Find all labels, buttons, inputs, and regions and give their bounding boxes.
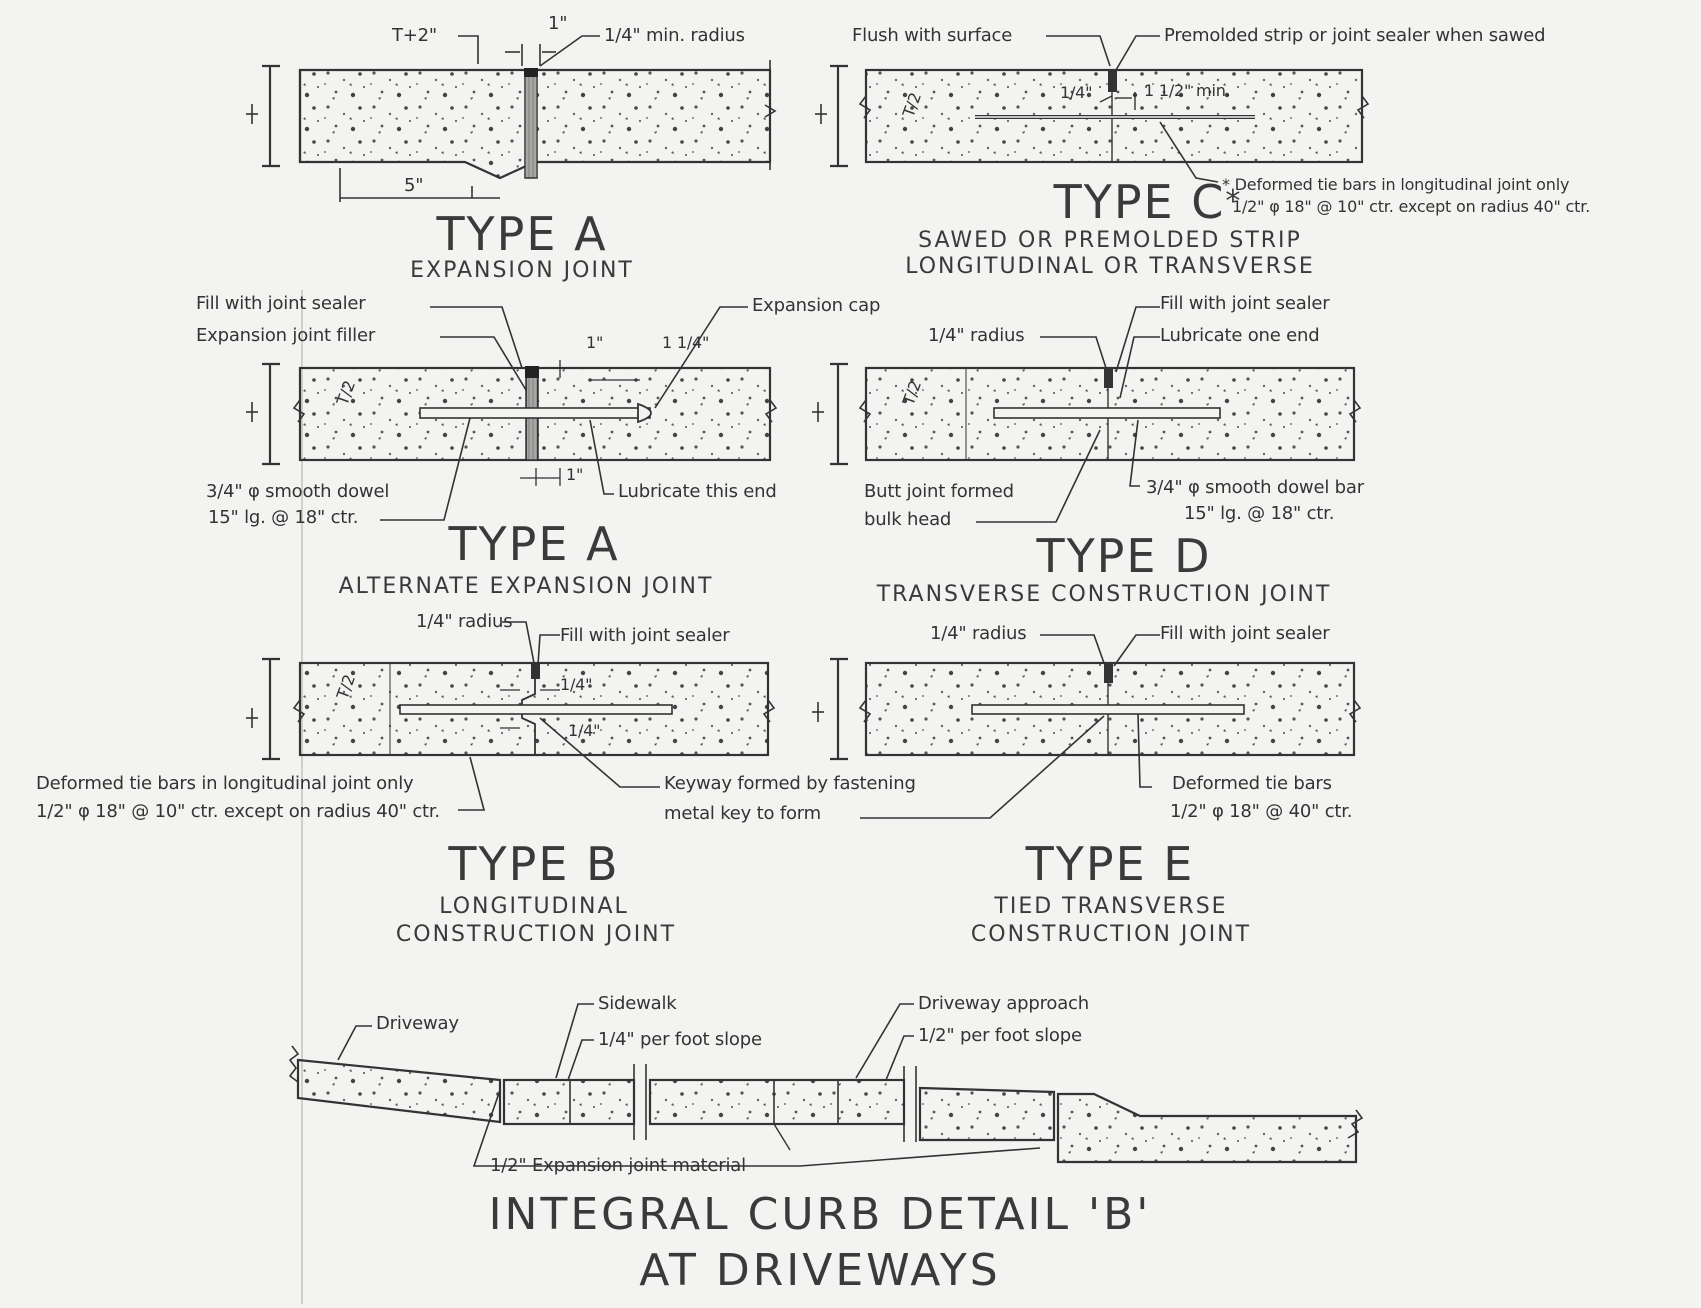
- label-dowel-a2-1: 3/4" φ smooth dowel: [206, 481, 390, 502]
- type-c-title: TYPE C*: [1018, 176, 1278, 228]
- label-one-inch: 1": [548, 13, 568, 34]
- type-e-slab: [812, 634, 1362, 819]
- label-sidewalk: Sidewalk: [598, 993, 677, 1014]
- type-b-subtitle-2: CONSTRUCTION JOINT: [395, 922, 677, 947]
- type-c-tie-note-2: 1/2" φ 18" @ 10" ctr. except on radius 4…: [1232, 197, 1591, 216]
- curb-detail-title-1: INTEGRAL CURB DETAIL 'B': [488, 1189, 1152, 1240]
- label-quarter-b-a: 1/4": [560, 675, 593, 694]
- type-a-expansion-slab: [246, 35, 777, 202]
- label-expansion-material: 1/2" Expansion joint material: [490, 1155, 746, 1176]
- label-dowel-d-2: 15" lg. @ 18" ctr.: [1184, 503, 1335, 524]
- label-expansion-cap: Expansion cap: [752, 295, 881, 316]
- type-c-tie-note-1: * Deformed tie bars in longitudinal join…: [1222, 175, 1570, 194]
- type-c-slab: [815, 35, 1370, 183]
- curb-detail-title-2: AT DRIVEWAYS: [639, 1245, 1001, 1296]
- label-fill-sealer-d: Fill with joint sealer: [1160, 293, 1330, 314]
- label-quarter-c: 1/4": [1060, 83, 1093, 102]
- label-butt-joint-1: Butt joint formed: [864, 481, 1014, 502]
- type-a-title: TYPE A: [436, 207, 608, 261]
- label-dowel-d-1: 3/4" φ smooth dowel bar: [1146, 477, 1364, 498]
- label-fill-sealer-b: Fill with joint sealer: [560, 625, 730, 646]
- type-a-alternate-title: TYPE A: [448, 517, 620, 571]
- type-c-star: *: [1225, 184, 1243, 219]
- label-driveway: Driveway: [376, 1013, 459, 1034]
- label-fill-sealer-e: Fill with joint sealer: [1160, 623, 1330, 644]
- label-quarter-b-b: 1/4": [568, 721, 601, 740]
- type-e-subtitle-2: CONSTRUCTION JOINT: [970, 922, 1252, 947]
- type-a-alternate-subtitle: ALTERNATE EXPANSION JOINT: [338, 574, 714, 599]
- type-b-subtitle-1: LONGITUDINAL: [439, 894, 629, 919]
- type-e-subtitle-1: TIED TRANSVERSE: [994, 894, 1228, 919]
- type-a-subtitle: EXPANSION JOINT: [410, 258, 634, 283]
- label-one-inch-a2b: 1": [566, 465, 584, 484]
- label-one-quarter-a2: 1 1/4": [662, 333, 710, 352]
- label-keyway-2: metal key to form: [664, 803, 822, 824]
- type-c-subtitle-2: LONGITUDINAL OR TRANSVERSE: [905, 254, 1315, 279]
- label-lubricate-one: Lubricate one end: [1160, 325, 1320, 346]
- label-radius-d: 1/4" radius: [928, 325, 1025, 346]
- label-one-half-min: 1 1/2" min.: [1144, 81, 1231, 100]
- type-c-subtitle-1: SAWED OR PREMOLDED STRIP: [918, 228, 1302, 253]
- type-c-title-text: TYPE C: [1053, 175, 1226, 229]
- label-dowel-a2-2: 15" lg. @ 18" ctr.: [208, 507, 359, 528]
- label-flush-surface: Flush with surface: [852, 25, 1013, 46]
- label-tie-e-2: 1/2" φ 18" @ 40" ctr.: [1170, 801, 1353, 822]
- label-half-slope: 1/2" per foot slope: [918, 1025, 1082, 1046]
- label-tie-e-1: Deformed tie bars: [1172, 773, 1332, 794]
- type-d-title: TYPE D: [1036, 529, 1212, 583]
- type-d-slab: [812, 306, 1362, 523]
- label-premolded-strip: Premolded strip or joint sealer when saw…: [1164, 25, 1546, 46]
- label-t-plus-2: T+2": [392, 25, 438, 46]
- label-driveway-approach: Driveway approach: [918, 993, 1089, 1014]
- label-tie-note-b-1: Deformed tie bars in longitudinal joint …: [36, 773, 414, 794]
- label-butt-joint-2: bulk head: [864, 509, 952, 530]
- type-b-slab: [246, 621, 776, 811]
- label-one-inch-a2: 1": [586, 333, 604, 352]
- label-five-inch: 5": [404, 175, 424, 196]
- label-keyway-1: Keyway formed by fastening: [664, 773, 916, 794]
- curb-detail-section: [288, 1003, 1364, 1167]
- label-expansion-filler: Expansion joint filler: [196, 325, 376, 346]
- type-e-title: TYPE E: [1025, 837, 1195, 891]
- label-radius-b: 1/4" radius: [416, 611, 513, 632]
- label-tie-note-b-2: 1/2" φ 18" @ 10" ctr. except on radius 4…: [36, 801, 440, 822]
- type-d-subtitle: TRANSVERSE CONSTRUCTION JOINT: [876, 582, 1332, 607]
- label-min-radius: 1/4" min. radius: [604, 25, 745, 46]
- label-quarter-slope: 1/4" per foot slope: [598, 1029, 762, 1050]
- type-b-title: TYPE B: [448, 837, 620, 891]
- type-a-alternate-slab: [246, 306, 778, 521]
- label-lubricate-end: Lubricate this end: [618, 481, 777, 502]
- label-fill-sealer-a2: Fill with joint sealer: [196, 293, 366, 314]
- label-radius-e: 1/4" radius: [930, 623, 1027, 644]
